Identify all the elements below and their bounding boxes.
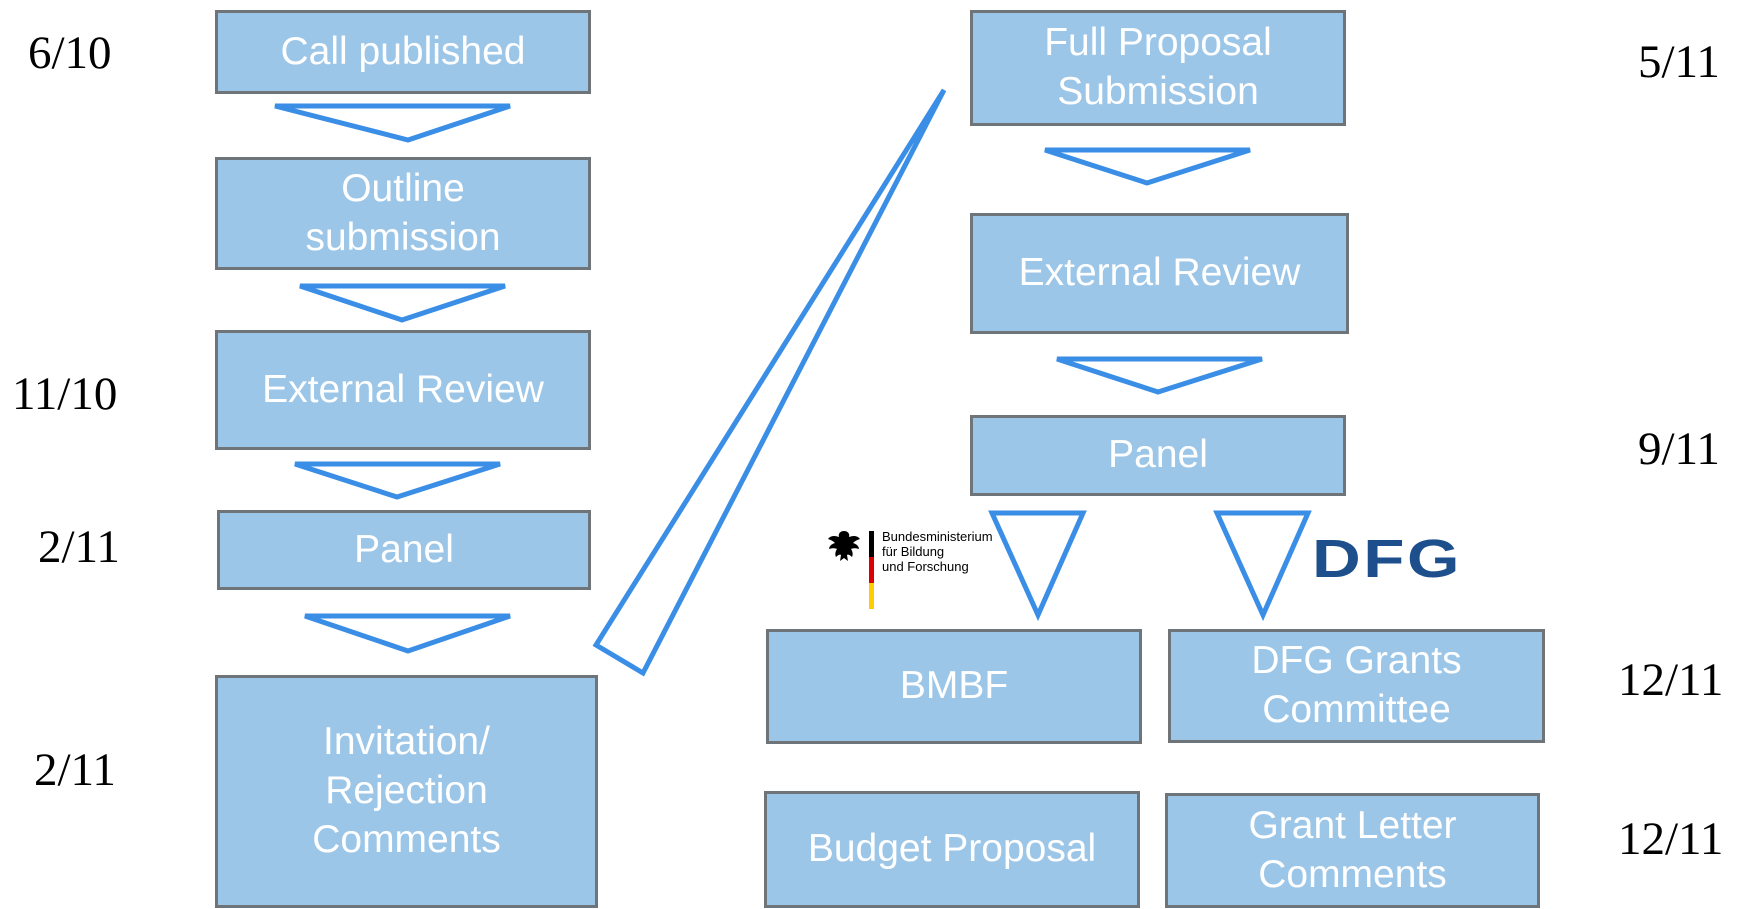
box-external-review-left: External Review — [215, 330, 591, 450]
box-dfg-grants-committee: DFG Grants Committee — [1168, 629, 1545, 743]
box-panel-right: Panel — [970, 415, 1346, 496]
date-full-proposal: 5/11 — [1638, 36, 1720, 88]
arrow-left-1 — [274, 103, 511, 143]
german-flag-bar — [869, 531, 874, 609]
bmbf-logo-text: Bundesministerium für Bildung und Forsch… — [882, 529, 993, 574]
date-dfg-grants: 12/11 — [1618, 654, 1724, 706]
box-budget-proposal: Budget Proposal — [764, 791, 1140, 908]
box-external-review-right: External Review — [970, 213, 1349, 334]
dfg-logo: DFG — [1312, 529, 1462, 589]
arrow-left-3 — [294, 461, 501, 500]
box-panel-left: Panel — [217, 510, 591, 590]
arrow-left-2 — [299, 283, 506, 323]
arrow-right-1 — [1044, 147, 1251, 186]
arrow-branch-dfg — [1213, 510, 1312, 622]
box-full-proposal: Full Proposal Submission — [970, 10, 1346, 126]
date-call-published: 6/10 — [28, 27, 112, 79]
bmbf-logo: Bundesministerium für Bildung und Forsch… — [826, 525, 1006, 615]
date-grant-letter: 12/11 — [1618, 813, 1724, 865]
arrow-branch-bmbf — [988, 510, 1087, 622]
date-panel-left: 2/11 — [38, 521, 120, 573]
arrow-left-4 — [304, 613, 511, 654]
arrow-connector — [592, 88, 947, 677]
date-invitation: 2/11 — [34, 744, 116, 796]
box-invitation-rejection: Invitation/ Rejection Comments — [215, 675, 598, 908]
date-panel-right: 9/11 — [1638, 423, 1720, 475]
box-grant-letter: Grant Letter Comments — [1165, 793, 1540, 908]
box-call-published: Call published — [215, 10, 591, 94]
box-bmbf: BMBF — [766, 629, 1142, 744]
box-outline-submission: Outline submission — [215, 157, 591, 270]
eagle-icon — [828, 531, 860, 561]
arrow-right-2 — [1056, 356, 1263, 395]
date-external-review-left: 11/10 — [12, 368, 118, 420]
